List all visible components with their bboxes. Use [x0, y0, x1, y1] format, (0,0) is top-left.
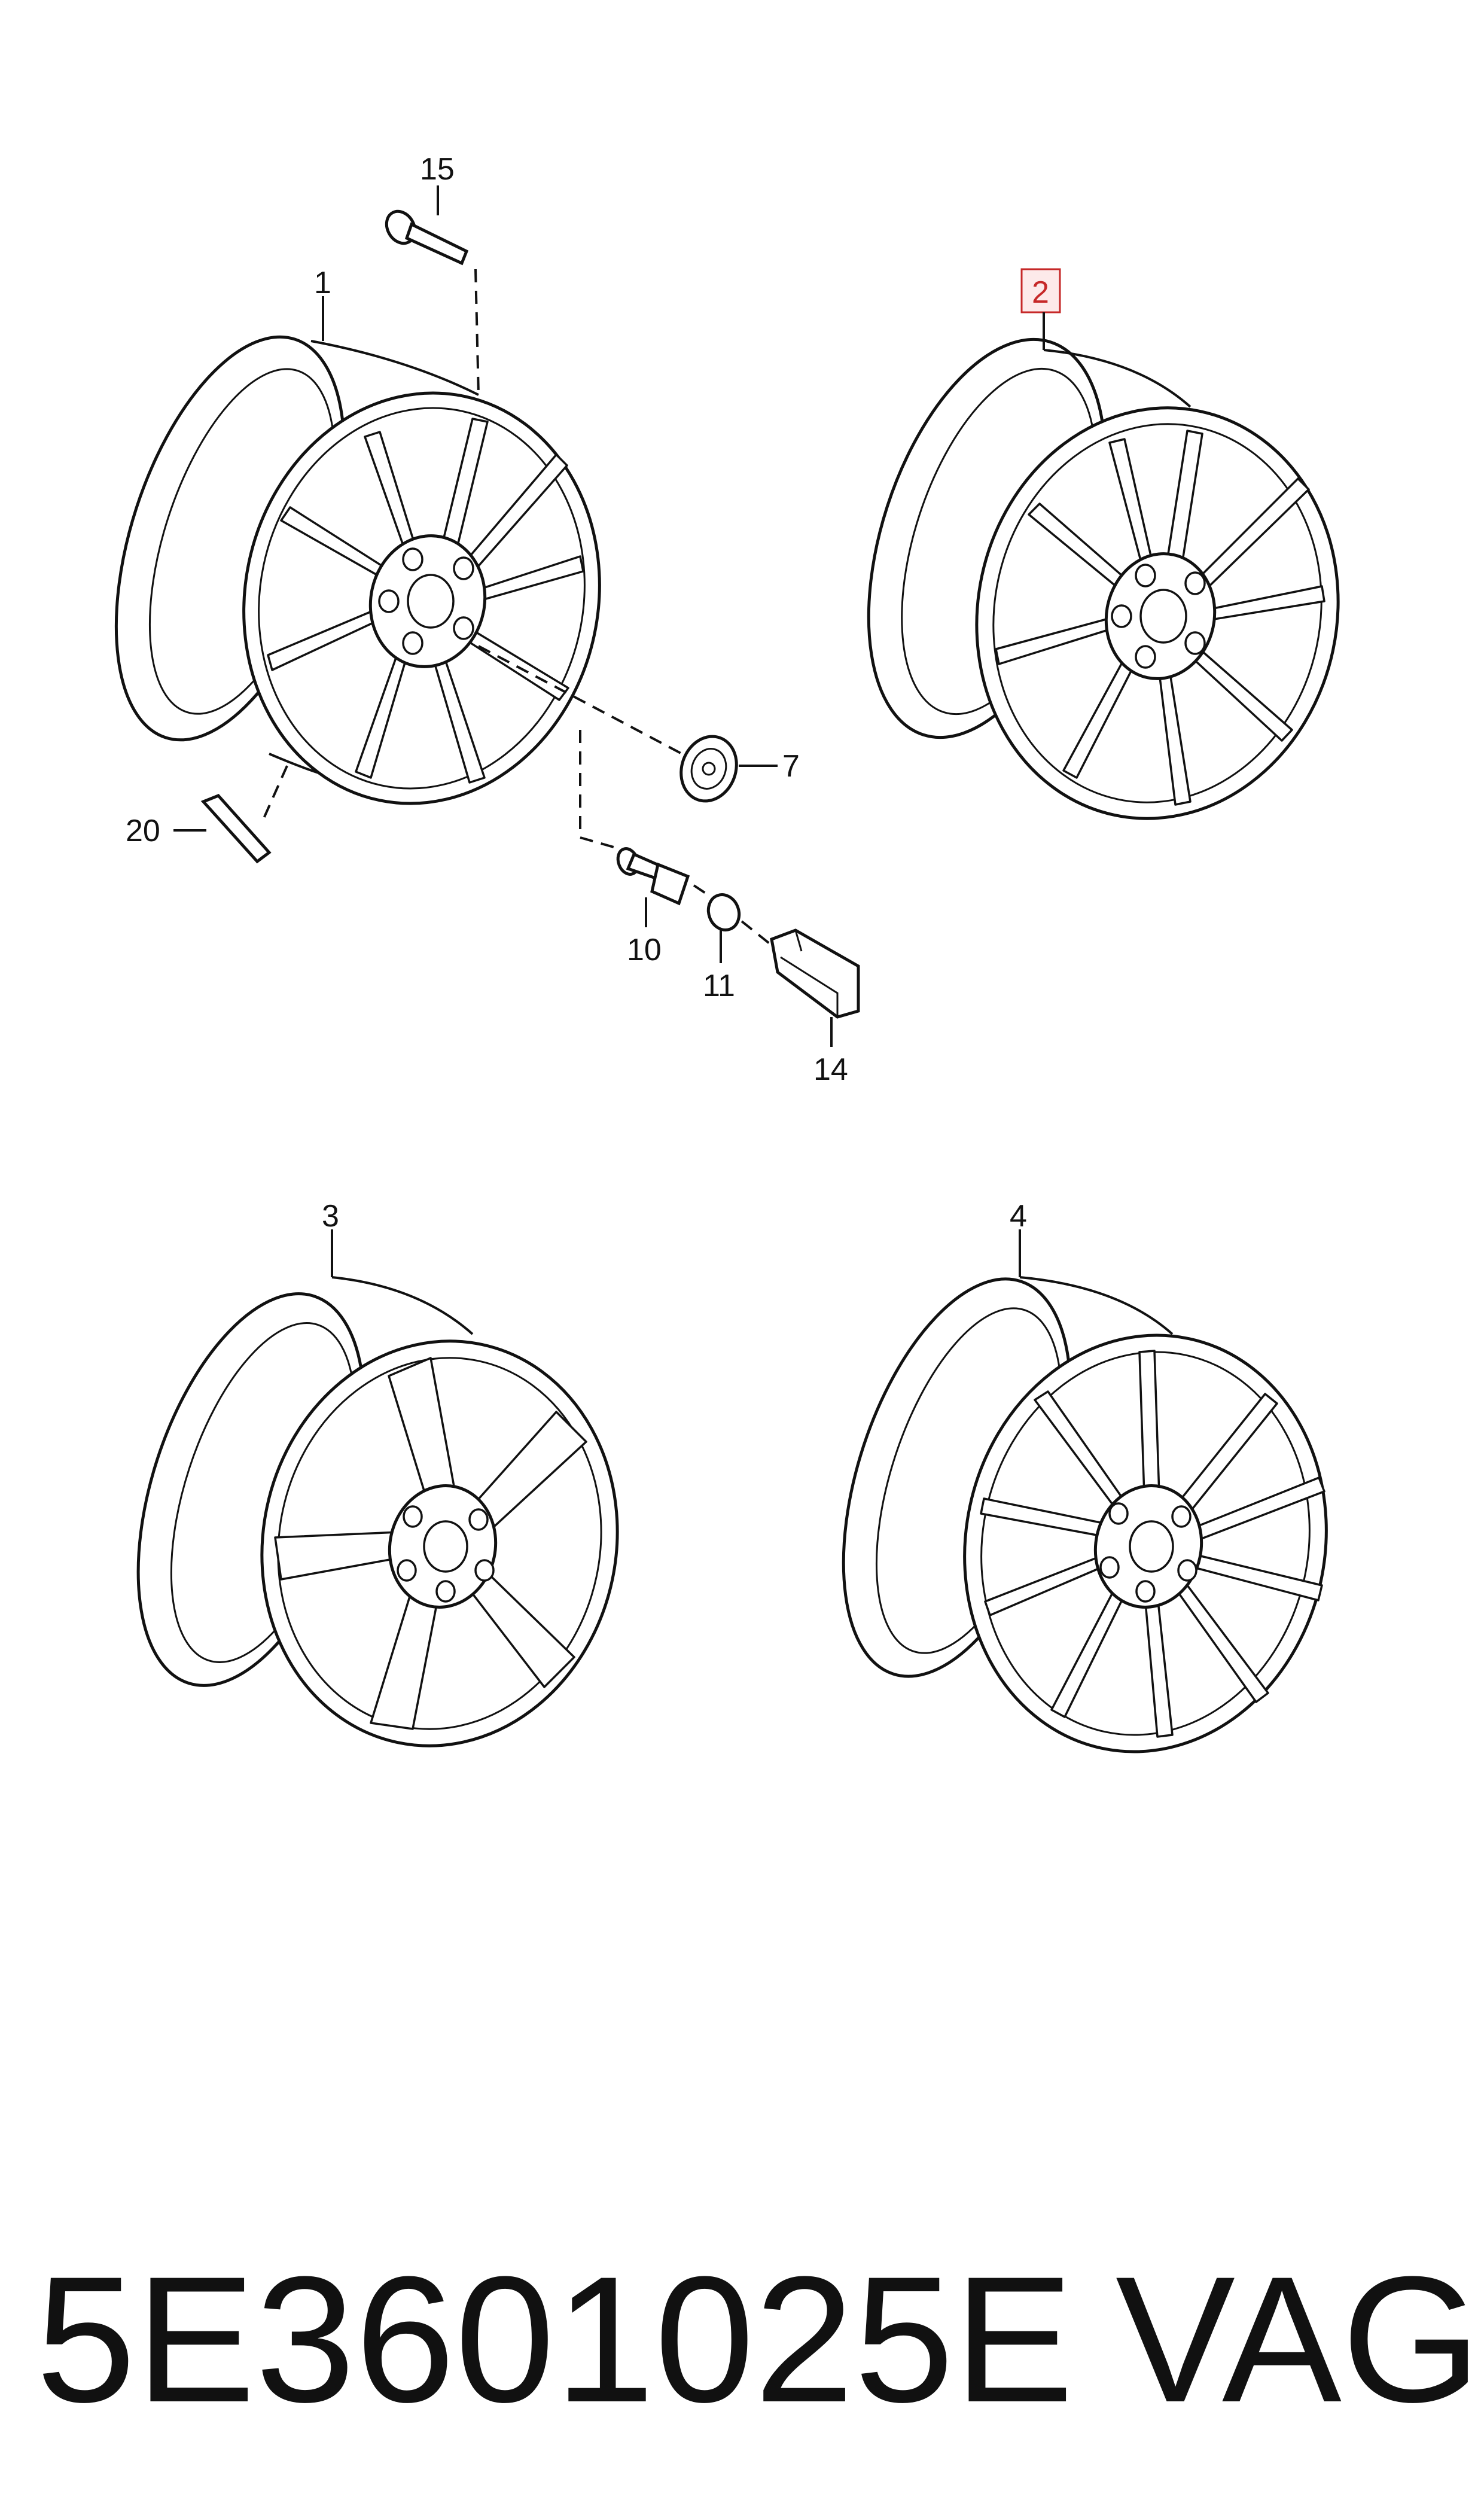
wheel-4-spokes: [980, 1350, 1325, 1738]
part-number: 5E3601025E: [36, 2239, 1074, 2440]
alloy-wheel-2[interactable]: [824, 310, 1376, 852]
callout-15: 15: [420, 152, 455, 187]
callout-4: 4: [1010, 1199, 1027, 1234]
callout-20: 20: [126, 814, 160, 848]
wheel-1-center-bore: [407, 574, 455, 629]
callout-14: 14: [813, 1052, 848, 1087]
valve-cap-11[interactable]: [703, 890, 744, 934]
pressure-sensor-14[interactable]: [770, 928, 860, 1019]
alloy-wheel-3[interactable]: [95, 1266, 654, 1779]
footer: 5E3601025E VAG: [0, 2213, 1484, 2465]
callout-11: 11: [703, 969, 735, 1003]
tyre-valve-15[interactable]: [381, 206, 469, 266]
brand-name: VAG: [1116, 2239, 1482, 2440]
callout-1: 1: [314, 266, 331, 300]
alloy-wheel-1[interactable]: [72, 309, 637, 837]
callout-2-highlight: [1020, 268, 1061, 313]
center-cap-7[interactable]: [672, 729, 745, 809]
alloy-wheel-4[interactable]: [799, 1251, 1364, 1786]
callout-3: 3: [322, 1199, 339, 1234]
callout-10: 10: [627, 933, 662, 967]
wheel-bolt-10[interactable]: [614, 846, 690, 906]
callout-2: 2: [1032, 275, 1049, 310]
callout-7: 7: [782, 749, 800, 784]
balance-weight-20[interactable]: [200, 794, 272, 864]
